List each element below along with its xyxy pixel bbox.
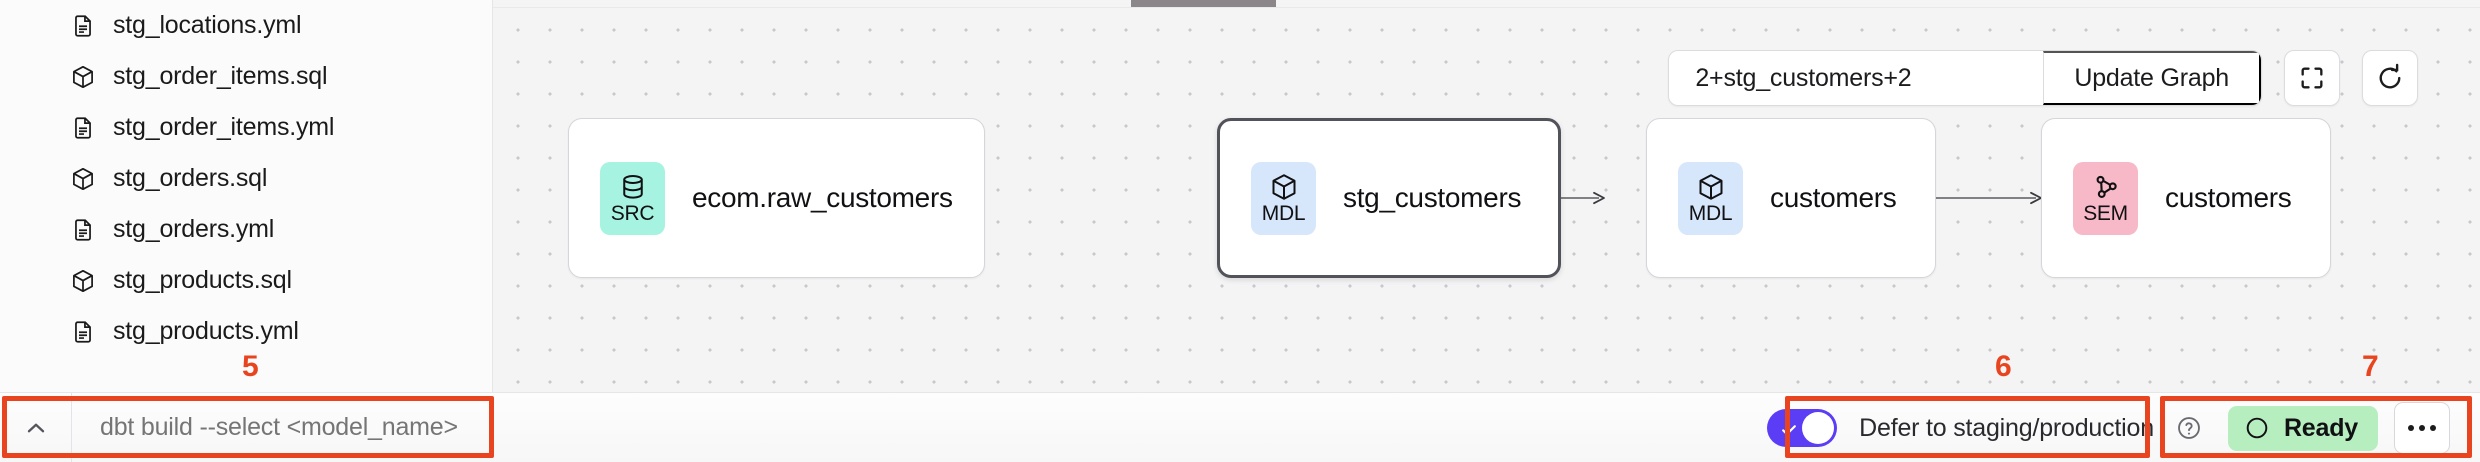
file-list-item[interactable]: stg_order_items.yml (0, 102, 492, 153)
file-explorer-sidebar: stg_locations.yml stg_order_items.sql st… (0, 0, 493, 392)
check-icon (1782, 425, 1797, 436)
annotation-number-5: 5 (242, 350, 259, 383)
node-badge-label: MDL (1261, 202, 1306, 225)
annotation-number-7: 7 (2362, 350, 2379, 383)
collapse-panel-button[interactable] (0, 392, 72, 462)
file-list-item[interactable]: stg_orders.sql (0, 153, 492, 204)
status-badge[interactable]: Ready (2227, 405, 2378, 451)
file-name: stg_orders.sql (113, 164, 268, 192)
graph-node-mdl-customers[interactable]: MDL customers (1646, 118, 1936, 278)
question-circle-icon[interactable] (2176, 415, 2202, 441)
defer-setting-group: Defer to staging/production (1741, 393, 2228, 462)
database-icon (622, 175, 643, 199)
horizontal-scrollbar[interactable] (1131, 0, 1276, 7)
file-yml-icon (75, 14, 91, 37)
defer-label: Defer to staging/production (1859, 413, 2154, 442)
cube-icon (1272, 174, 1295, 200)
graph-toolbar: Update Graph (1668, 50, 2418, 106)
file-name: stg_orders.yml (113, 215, 275, 243)
node-badge-label: MDL (1688, 202, 1733, 225)
node-badge-sem: SEM (2073, 161, 2138, 235)
fullscreen-button[interactable] (2284, 50, 2340, 106)
edge-customers-to-sem (1930, 191, 2042, 205)
bottom-status-bar: Defer to staging/production Ready (0, 392, 2480, 462)
ellipsis-icon (2430, 425, 2436, 431)
node-label: stg_customers (1343, 182, 1522, 213)
run-status-group: Ready (2227, 393, 2480, 462)
status-label: Ready (2283, 413, 2358, 442)
file-list-item[interactable]: stg_products.sql (0, 255, 492, 306)
file-yml-icon (75, 116, 91, 139)
lineage-graph-canvas[interactable]: Update Graph SRC (493, 0, 2480, 392)
graph-selector-input[interactable] (1669, 51, 2044, 105)
selector-group: Update Graph (1668, 50, 2262, 106)
file-name: stg_products.yml (113, 317, 299, 345)
more-options-button[interactable] (2394, 402, 2450, 454)
canvas-top-divider (493, 7, 2480, 8)
node-badge-label: SRC (610, 202, 655, 225)
ellipsis-icon (2408, 425, 2414, 431)
node-badge-mdl: MDL (1251, 161, 1316, 235)
fullscreen-icon (2301, 67, 2323, 89)
bottom-bar-right-group: Defer to staging/production Ready (1741, 393, 2480, 462)
file-list-item[interactable]: stg_order_items.sql (0, 51, 492, 102)
defer-toggle[interactable] (1767, 409, 1838, 447)
cube-sql-icon (73, 167, 93, 190)
file-name: stg_locations.yml (113, 11, 302, 39)
node-label: customers (2165, 182, 2292, 213)
file-yml-icon (75, 320, 91, 343)
file-yml-icon (75, 218, 91, 241)
node-badge-src: SRC (600, 161, 665, 235)
ellipsis-icon (2419, 425, 2425, 431)
graph-node-src-raw-customers[interactable]: SRC ecom.raw_customers (568, 118, 985, 278)
file-name: stg_products.sql (113, 266, 292, 294)
cube-sql-icon (73, 65, 93, 88)
refresh-icon (2379, 63, 2401, 89)
circle-icon (2246, 417, 2268, 439)
chevron-up-icon (27, 423, 44, 432)
node-label: customers (1770, 182, 1897, 213)
node-badge-label: SEM (2083, 202, 2128, 225)
cube-icon (1699, 174, 1722, 200)
file-name: stg_order_items.sql (113, 62, 328, 90)
node-label: ecom.raw_customers (692, 182, 953, 213)
cube-sql-icon (73, 269, 93, 292)
graph-node-sem-customers[interactable]: SEM customers (2041, 118, 2331, 278)
annotation-number-6: 6 (1995, 350, 2012, 383)
dbt-command-input[interactable] (72, 392, 492, 462)
node-badge-mdl: MDL (1678, 161, 1743, 235)
graph-node-mdl-stg-customers[interactable]: MDL stg_customers (1217, 118, 1561, 278)
toggle-knob (1802, 412, 1835, 444)
refresh-button[interactable] (2362, 50, 2418, 106)
semantic-icon (2096, 175, 2117, 198)
update-graph-button[interactable]: Update Graph (2043, 51, 2261, 105)
file-list-item[interactable]: stg_orders.yml (0, 204, 492, 255)
file-list-item[interactable]: stg_locations.yml (0, 0, 492, 51)
file-name: stg_order_items.yml (113, 113, 335, 141)
file-list-item[interactable]: stg_products.yml (0, 306, 492, 357)
